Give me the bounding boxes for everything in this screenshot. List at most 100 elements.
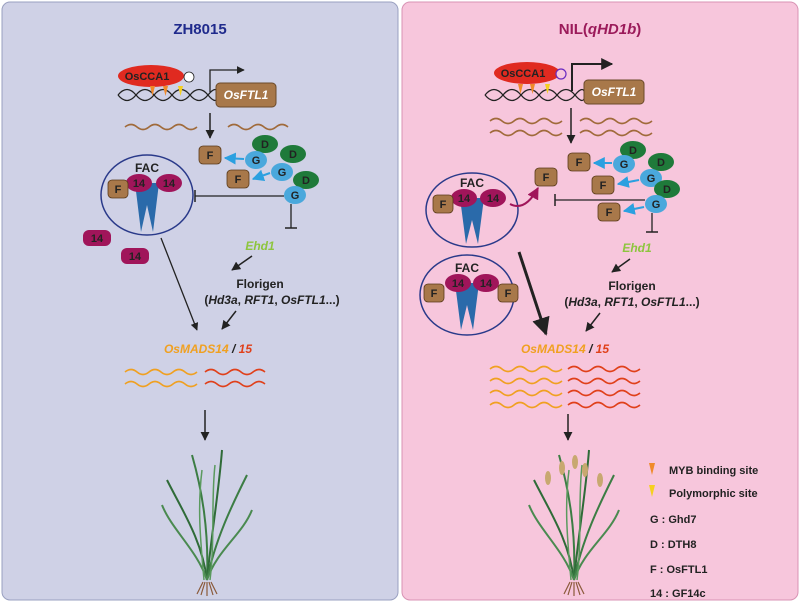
right-panel-bg xyxy=(401,1,799,601)
left-mrna-wave-2 xyxy=(227,123,289,131)
left-myb-site-1 xyxy=(150,86,155,96)
right-myb-site-1 xyxy=(518,84,523,94)
right-arrow-fac-bold xyxy=(517,251,550,336)
svg-text:D: D xyxy=(261,139,269,151)
legend-g: G : Ghd7 xyxy=(650,514,696,526)
left-promoter-arrow xyxy=(209,66,245,92)
left-florigen: Florigen xyxy=(236,277,283,291)
svg-text:F: F xyxy=(606,207,613,219)
left-fac-circle xyxy=(100,154,194,236)
svg-text:F: F xyxy=(235,174,242,186)
legend-myb-icon xyxy=(649,463,655,475)
right-mrna-wave-3 xyxy=(579,117,653,125)
right-panicles xyxy=(545,455,603,487)
legend-poly-icon xyxy=(649,485,655,497)
legend-14: 14 : GF14c xyxy=(650,588,706,600)
svg-text:G: G xyxy=(652,199,661,211)
left-dna-helix xyxy=(117,88,219,102)
left-osftl1-box xyxy=(215,82,277,108)
left-fac-14-a xyxy=(126,174,152,192)
right-mrna-wave-1 xyxy=(489,117,563,125)
right-fac1-14-b xyxy=(480,189,506,207)
left-osmads15-wave-1 xyxy=(204,368,266,376)
left-arrow-ehd1 xyxy=(231,255,253,271)
right-complex-3: F D G xyxy=(597,180,680,222)
right-osftl1-label: OsFTL1 xyxy=(592,85,637,99)
left-osmads: OsMADS14 / 15 xyxy=(164,342,252,356)
svg-text:14: 14 xyxy=(458,193,471,205)
left-florigen-list: (Hd3a, RFT1, OsFTL1...) xyxy=(204,293,339,307)
legend-poly: Polymorphic site xyxy=(669,488,758,500)
svg-text:F: F xyxy=(431,288,438,300)
right-title-italic: qHD1b xyxy=(588,21,636,38)
svg-text:F: F xyxy=(543,172,550,184)
right-complex-1: F D G xyxy=(567,141,646,173)
right-poly-site xyxy=(545,84,550,94)
svg-text:14: 14 xyxy=(487,193,500,205)
right-osftl1-box xyxy=(583,79,645,105)
right-fac2-14-a xyxy=(445,274,471,292)
left-free-14-a xyxy=(83,230,111,246)
right-title-prefix: NIL( xyxy=(559,21,588,38)
left-complex-2: F D G xyxy=(226,145,306,189)
left-complex-3: D G xyxy=(284,171,319,204)
svg-text:F: F xyxy=(440,199,447,211)
right-fac2-f-b xyxy=(497,283,519,303)
right-fac1-f xyxy=(432,194,454,214)
legend: MYB binding site Polymorphic site G : Gh… xyxy=(649,463,758,600)
svg-text:F: F xyxy=(207,150,214,162)
svg-text:F: F xyxy=(600,180,607,192)
svg-text:D: D xyxy=(289,149,297,161)
svg-text:G: G xyxy=(278,167,287,179)
left-ehd1: Ehd1 xyxy=(245,239,275,253)
svg-text:14: 14 xyxy=(91,233,104,245)
svg-text:14: 14 xyxy=(452,278,465,290)
right-fac2-14-b xyxy=(473,274,499,292)
svg-text:G: G xyxy=(647,173,656,185)
right-title: NIL(qHD1b) xyxy=(559,21,642,38)
left-osc-cca1 xyxy=(118,65,184,87)
left-myb-site-2 xyxy=(163,86,168,96)
right-marker-circle xyxy=(555,68,567,80)
svg-text:14: 14 xyxy=(133,178,146,190)
right-arrow-ehd1 xyxy=(611,258,631,273)
left-osmads14-wave-2 xyxy=(124,380,198,388)
svg-text:D: D xyxy=(629,145,637,157)
left-poly-site xyxy=(178,86,183,96)
left-title: ZH8015 xyxy=(173,21,226,38)
right-fac-label-2: FAC xyxy=(455,261,479,275)
svg-text:G: G xyxy=(291,190,300,202)
left-osc-label: OsCCA1 xyxy=(125,71,170,83)
svg-text:F: F xyxy=(505,288,512,300)
svg-text:14: 14 xyxy=(480,278,493,290)
legend-d: D : DTH8 xyxy=(650,539,696,551)
right-osmads14-waves xyxy=(489,365,563,409)
left-arrow-fac xyxy=(160,237,199,331)
right-fac-dna-1 xyxy=(460,198,484,244)
right-osmads15-waves xyxy=(567,365,641,409)
right-osmads: OsMADS14 / 15 xyxy=(521,342,609,356)
right-myb-site-2 xyxy=(530,84,535,94)
left-osftl1-label: OsFTL1 xyxy=(224,88,269,102)
left-mrna-wave-1 xyxy=(124,123,198,131)
right-title-suffix: ) xyxy=(636,21,641,38)
left-marker-circle xyxy=(183,71,195,83)
left-fac-14-b xyxy=(156,174,182,192)
right-osc-label: OsCCA1 xyxy=(501,68,546,80)
right-arrow-florigen xyxy=(585,312,601,332)
right-complex-2: F D G xyxy=(591,153,674,195)
right-mrna-wave-4 xyxy=(579,129,653,137)
svg-text:F: F xyxy=(115,184,122,196)
svg-text:14: 14 xyxy=(163,178,176,190)
left-osmads14-wave-1 xyxy=(124,368,198,376)
right-osc-cca1 xyxy=(494,62,560,84)
right-fac-label-1: FAC xyxy=(460,176,484,190)
right-dna-helix xyxy=(484,88,586,102)
right-mrna-wave-2 xyxy=(489,129,563,137)
left-complex-1: F D G xyxy=(198,135,278,169)
right-fac-dna-2 xyxy=(455,283,479,330)
right-purple-arrow xyxy=(509,186,539,207)
right-fac-circle-1 xyxy=(425,172,519,248)
